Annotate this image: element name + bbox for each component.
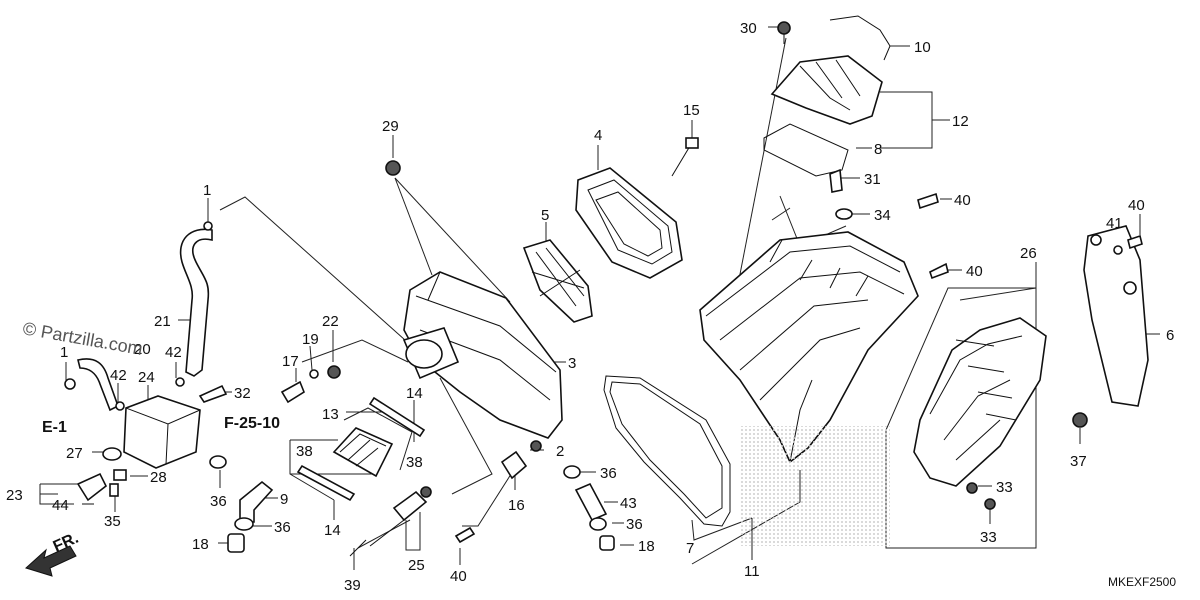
bolt-35: [109, 483, 119, 497]
callout-4: 4: [594, 127, 602, 144]
callout-29: 29: [382, 118, 399, 135]
callout-40: 40: [1128, 197, 1145, 214]
section-ref-f2510: F-25-10: [224, 415, 280, 432]
watermark-text: © Partzilla.com: [21, 318, 144, 359]
fitting-17: [280, 380, 305, 404]
duct-seal: [763, 123, 849, 177]
callout-36: 36: [274, 519, 291, 536]
callout-38: 38: [406, 454, 423, 471]
callout-12: 12: [952, 113, 969, 130]
callout-24: 24: [138, 369, 155, 386]
callout-23: 23: [6, 487, 23, 504]
rod-14: [368, 396, 426, 438]
callout-2: 2: [556, 443, 564, 460]
callout-30: 30: [740, 20, 757, 37]
drain-tube: [77, 358, 119, 412]
callout-28: 28: [150, 469, 167, 486]
callout-7: 7: [686, 540, 694, 557]
callout-32: 32: [234, 385, 251, 402]
callout-44: 44: [52, 497, 69, 514]
wire-clip: [829, 15, 891, 61]
callout-3: 3: [568, 355, 576, 372]
front-arrow-icon: [25, 545, 77, 577]
callout-labels: 1 21 1 20 42 42 24 27 28 23 44 35 32 17 …: [6, 20, 1174, 594]
hose-clamp: [203, 221, 213, 231]
callout-18: 18: [192, 536, 209, 553]
callout-15: 15: [683, 102, 700, 119]
tube-43: [574, 482, 608, 522]
bolt-29: [385, 160, 401, 176]
hose-clamp: [64, 378, 76, 390]
clamp-16: [500, 450, 528, 480]
sensor-25: [392, 490, 428, 522]
callout-14: 14: [406, 385, 423, 402]
callout-40: 40: [450, 568, 467, 585]
breather-chamber: [123, 395, 201, 469]
callout-20: 20: [134, 341, 151, 358]
callout-26: 26: [1020, 245, 1037, 262]
callout-11: 11: [744, 563, 760, 580]
callout-37: 37: [1070, 453, 1087, 470]
callout-40: 40: [966, 263, 983, 280]
callout-42: 42: [110, 367, 127, 384]
callout-42: 42: [165, 344, 182, 361]
clip: [113, 469, 127, 481]
diagram-code: MKEXF2500: [1108, 575, 1176, 589]
callout-33: 33: [980, 529, 997, 546]
drain-plug: [227, 533, 245, 553]
callout-22: 22: [322, 313, 339, 330]
screw-32: [198, 384, 228, 403]
callout-33: 33: [996, 479, 1013, 496]
callout-17: 17: [282, 353, 299, 370]
callout-19: 19: [302, 331, 319, 348]
callout-25: 25: [408, 557, 425, 574]
reed-valve-13: [332, 427, 394, 478]
callout-8: 8: [874, 141, 882, 158]
rod-14b: [296, 464, 356, 502]
callout-1: 1: [60, 344, 68, 361]
stay-plate: [76, 472, 108, 502]
breather-hose: [179, 228, 213, 377]
callout-39: 39: [344, 577, 361, 594]
callout-41: 41: [1106, 215, 1123, 232]
callout-34: 34: [874, 207, 891, 224]
callout-38: 38: [296, 443, 313, 460]
side-cover: [913, 317, 1047, 487]
callout-40: 40: [954, 192, 971, 209]
callout-36: 36: [626, 516, 643, 533]
callout-13: 13: [322, 406, 339, 423]
air-box-housing: [699, 231, 919, 464]
section-ref-e1: E-1: [42, 419, 67, 436]
callout-21: 21: [154, 313, 171, 330]
callout-14: 14: [324, 522, 341, 539]
callout-35: 35: [104, 513, 121, 530]
drain-elbow: [239, 480, 274, 523]
callout-27: 27: [66, 445, 83, 462]
callout-1: 1: [203, 182, 211, 199]
intake-duct: [770, 55, 883, 125]
side-shroud: [1083, 225, 1149, 407]
callout-31: 31: [864, 171, 881, 188]
callout-36: 36: [210, 493, 227, 510]
callout-43: 43: [620, 495, 637, 512]
callout-10: 10: [914, 39, 931, 56]
front-direction-label: FR.: [51, 530, 81, 556]
air-filter-element: [575, 167, 683, 279]
gasket: [603, 375, 731, 527]
washer: [102, 447, 122, 461]
callout-6: 6: [1166, 327, 1174, 344]
callout-36: 36: [600, 465, 617, 482]
dot-watermark: [740, 426, 890, 546]
callout-9: 9: [280, 491, 288, 508]
bolt-30: [777, 21, 791, 35]
parts: [25, 15, 1149, 577]
callout-18: 18: [638, 538, 655, 555]
callout-5: 5: [541, 207, 549, 224]
nut-22: [327, 365, 341, 379]
callout-16: 16: [508, 497, 525, 514]
